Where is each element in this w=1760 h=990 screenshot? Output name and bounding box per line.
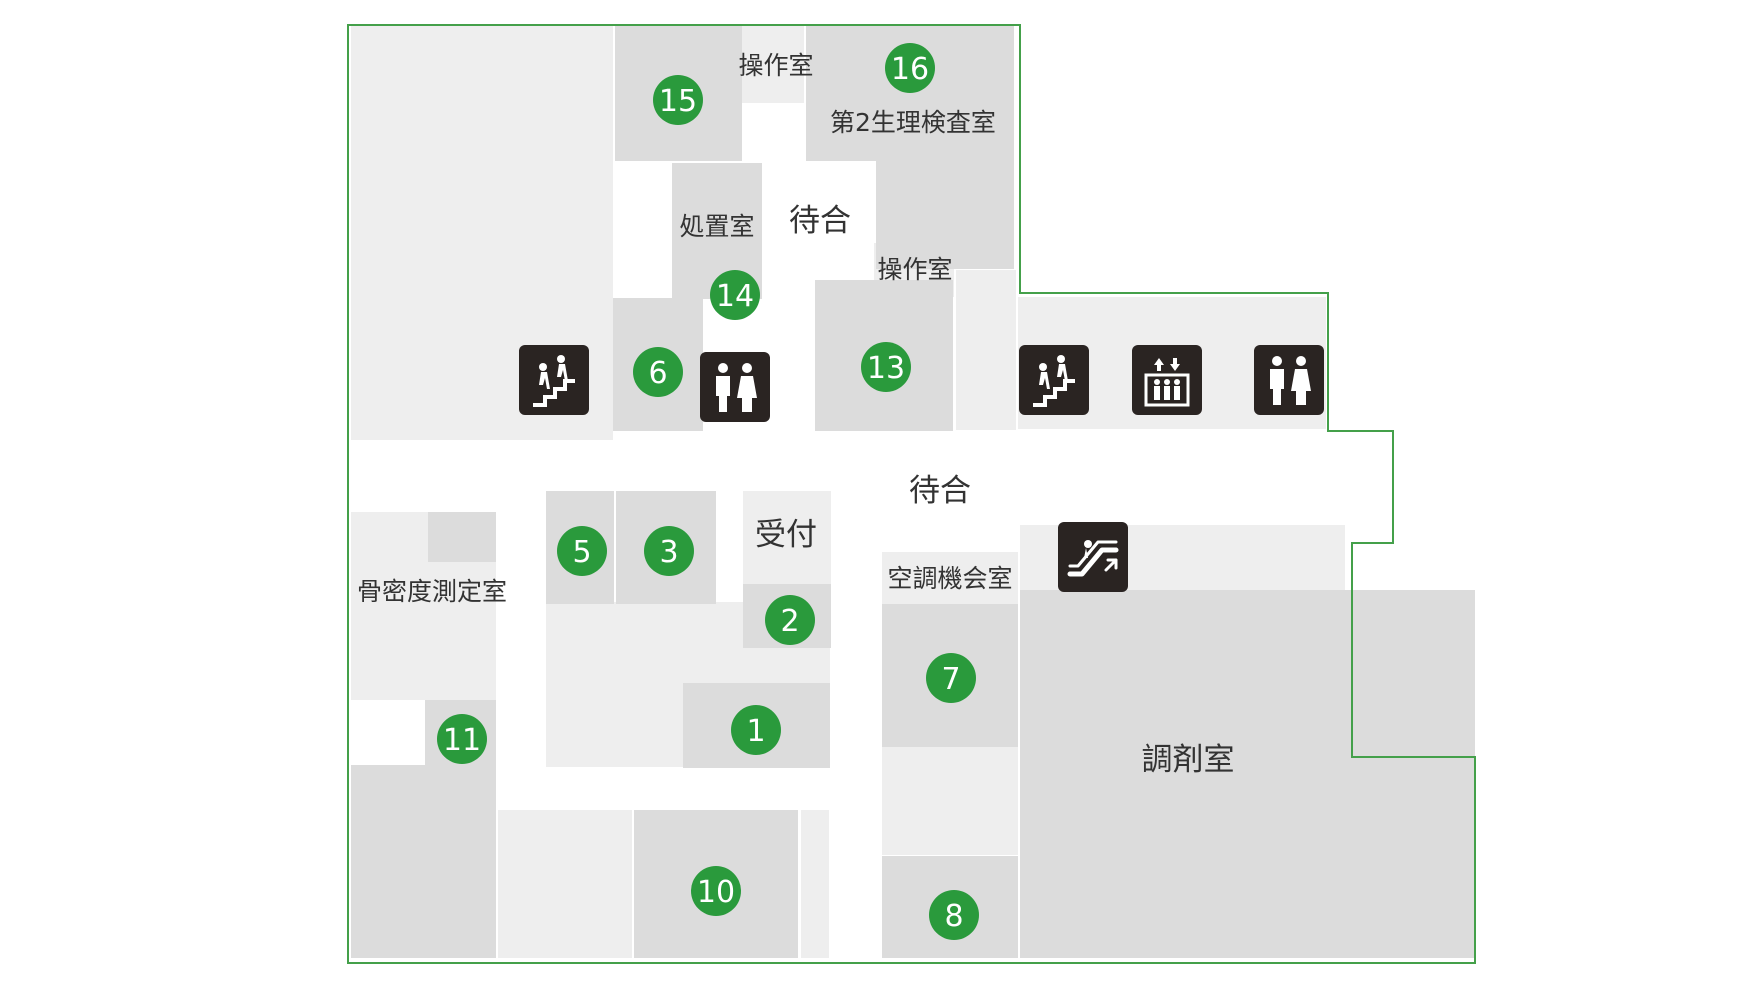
room-dispensing (1020, 590, 1475, 958)
stairs-icon[interactable] (1019, 345, 1089, 415)
label-treatment-room: 処置室 (679, 212, 754, 241)
marker-1[interactable]: 1 (731, 705, 781, 755)
svg-text:1: 1 (746, 714, 765, 749)
stairs-icon[interactable] (519, 345, 589, 415)
marker-7[interactable]: 7 (926, 653, 976, 703)
marker-13[interactable]: 13 (861, 342, 911, 392)
marker-2[interactable]: 2 (765, 595, 815, 645)
svg-text:5: 5 (572, 535, 591, 570)
label-bone-density-room: 骨密度測定室 (357, 577, 507, 606)
svg-text:7: 7 (941, 662, 960, 697)
svg-text:2: 2 (780, 604, 799, 639)
room-operation-1 (742, 25, 804, 103)
marker-5[interactable]: 5 (557, 526, 607, 576)
room-16-lower (876, 161, 1014, 269)
label-operation-room-1: 操作室 (738, 51, 813, 80)
marker-6[interactable]: 6 (633, 347, 683, 397)
marker-3[interactable]: 3 (644, 526, 694, 576)
svg-text:6: 6 (648, 356, 667, 391)
marker-16[interactable]: 16 (885, 43, 935, 93)
svg-text:15: 15 (659, 84, 697, 119)
building-outline (347, 24, 1476, 964)
room-small-top (428, 512, 496, 562)
svg-text:10: 10 (697, 875, 735, 910)
marker-11[interactable]: 11 (437, 714, 487, 764)
elevator-icon[interactable] (1132, 345, 1202, 415)
label-second-physio-lab: 第2生理検査室 (830, 108, 996, 137)
room-reception (743, 491, 831, 584)
label-air-conditioning-room: 空調機会室 (887, 564, 1012, 593)
svg-text:11: 11 (443, 723, 481, 758)
marker-15[interactable]: 15 (653, 75, 703, 125)
svg-text:16: 16 (891, 52, 929, 87)
room-air-conditioning (882, 552, 1018, 604)
room-labels: 操作室 第2生理検査室 処置室 待合 操作室 待合 受付 骨密度測定室 空調機会… (357, 51, 1235, 778)
corridor-cutout (351, 700, 425, 765)
restroom-icon[interactable] (700, 352, 770, 422)
room-number-markers: 15 16 14 6 13 5 3 2 7 1 11 10 8 (437, 43, 979, 940)
marker-10[interactable]: 10 (691, 866, 741, 916)
room-bottom-left (498, 810, 632, 958)
marker-8[interactable]: 8 (929, 890, 979, 940)
rooms-mid (351, 25, 1475, 958)
room-bottom-strip (801, 810, 829, 958)
escalator-icon[interactable] (1058, 522, 1128, 592)
room-column (956, 270, 1016, 430)
label-reception: 受付 (755, 517, 817, 553)
marker-14[interactable]: 14 (710, 270, 760, 320)
svg-text:3: 3 (659, 535, 678, 570)
room-mid-bottom (882, 747, 1018, 855)
facility-icons (519, 345, 1324, 592)
label-dispensing-room: 調剤室 (1142, 742, 1235, 778)
label-waiting-upper: 待合 (789, 203, 851, 239)
label-operation-room-2: 操作室 (877, 255, 952, 284)
svg-text:13: 13 (867, 351, 905, 386)
svg-text:14: 14 (716, 279, 754, 314)
svg-text:8: 8 (944, 899, 963, 934)
label-waiting-main: 待合 (909, 473, 971, 509)
restroom-icon[interactable] (1254, 345, 1324, 415)
